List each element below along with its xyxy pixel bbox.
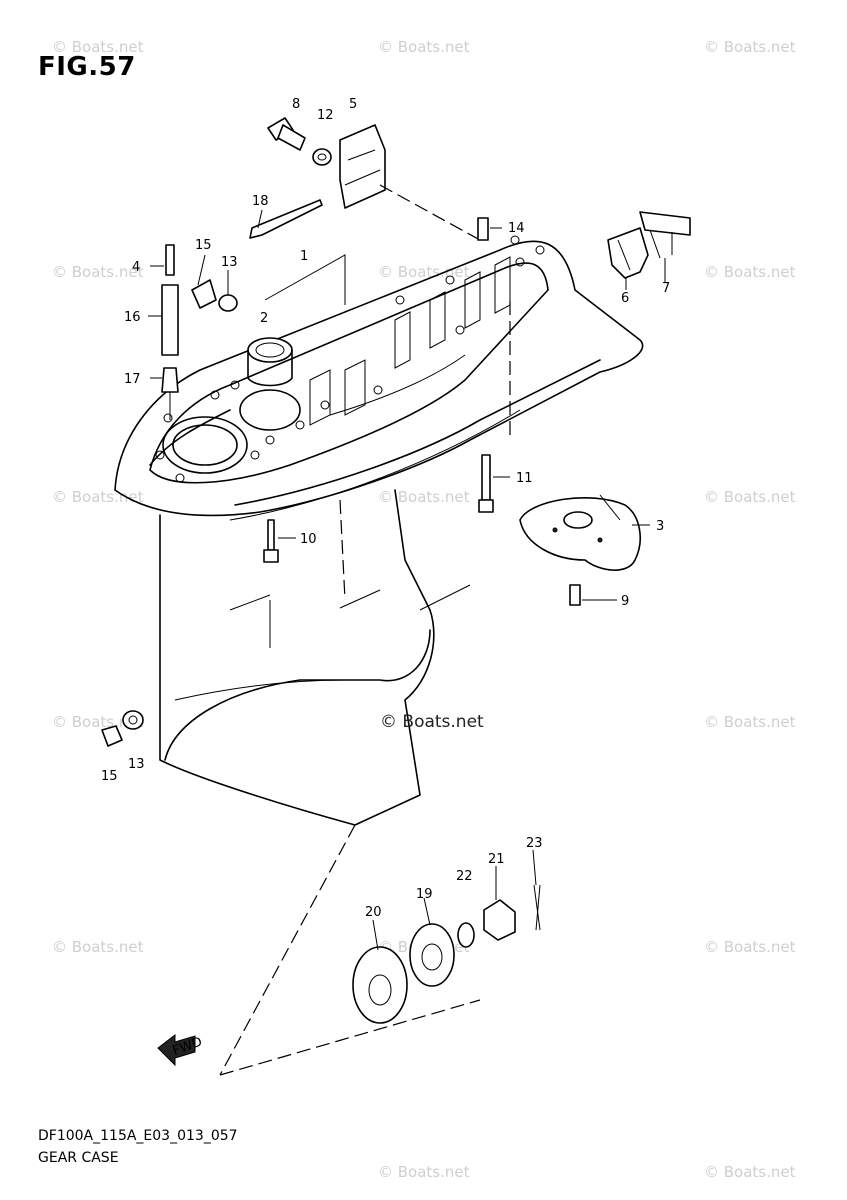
watermark: © Boats.net [378,488,470,506]
callout-23: 23 [526,836,543,851]
callout-13-upper: 13 [221,255,238,270]
figure-code: DF100A_115A_E03_013_057 [38,1128,238,1144]
callout-11: 11 [516,471,533,486]
callout-12: 12 [317,108,334,123]
callout-20: 20 [365,905,382,920]
callout-22: 22 [456,869,473,884]
cover-part [339,124,481,241]
gear-case-housing [114,235,644,1076]
callout-6: 6 [621,291,629,306]
callout-labels: 1 2 3 4 5 6 7 8 9 10 11 12 13 13 14 15 1… [101,97,670,1059]
callout-5: 5 [349,97,357,112]
watermark: © Boats.net [52,38,144,56]
watermark: © Boats.net [52,263,144,281]
callout-18: 18 [252,194,269,209]
callout-13-lower: 13 [128,757,145,772]
callout-10: 10 [300,532,317,547]
watermark: © Boats.net [52,488,144,506]
watermark: © Boats.net [704,1163,796,1181]
callout-4: 4 [132,260,140,275]
callout-8: 8 [292,97,300,112]
watermark: © Boats.net [52,938,144,956]
strip-part [249,199,323,239]
trim-tab-anode [519,494,641,571]
grommet-lower [101,710,144,747]
bracket-part [607,211,691,279]
callout-15-upper: 15 [195,238,212,253]
watermark: © Boats.net [378,1163,470,1181]
watermark: © Boats.net [52,713,144,731]
callout-1: 1 [300,249,308,264]
watermark: © Boats.net [704,488,796,506]
forward-arrow-icon [157,1033,196,1067]
figure-name: GEAR CASE [38,1150,119,1166]
watermark: © Boats.net [378,38,470,56]
callout-9: 9 [621,594,629,609]
watermark: © Boats.net [704,938,796,956]
callout-19: 19 [416,887,433,902]
watermark: © Boats.net [378,263,470,281]
callout-17: 17 [124,372,141,387]
watermark: © Boats.net [704,263,796,281]
stud-tube-part [161,244,179,420]
callout-21: 21 [488,852,505,867]
callout-7: 7 [662,281,670,296]
grommet-upper [191,279,238,312]
watermark: © Boats.net [704,38,796,56]
callout-15-lower: 15 [101,769,118,784]
figure-title: FIG.57 [38,52,136,82]
watermark: © Boats.net [704,713,796,731]
bolts [263,454,581,606]
leader-lines [148,209,666,951]
watermark-center: © Boats.net [380,712,484,732]
propeller-hardware [352,884,541,1024]
pin-part [477,217,489,241]
fwd-label: FWD [171,1034,205,1058]
callout-14: 14 [508,221,525,236]
bolt-part [267,117,332,166]
callout-3: 3 [656,519,664,534]
callout-16: 16 [124,310,141,325]
callout-2: 2 [260,311,268,326]
